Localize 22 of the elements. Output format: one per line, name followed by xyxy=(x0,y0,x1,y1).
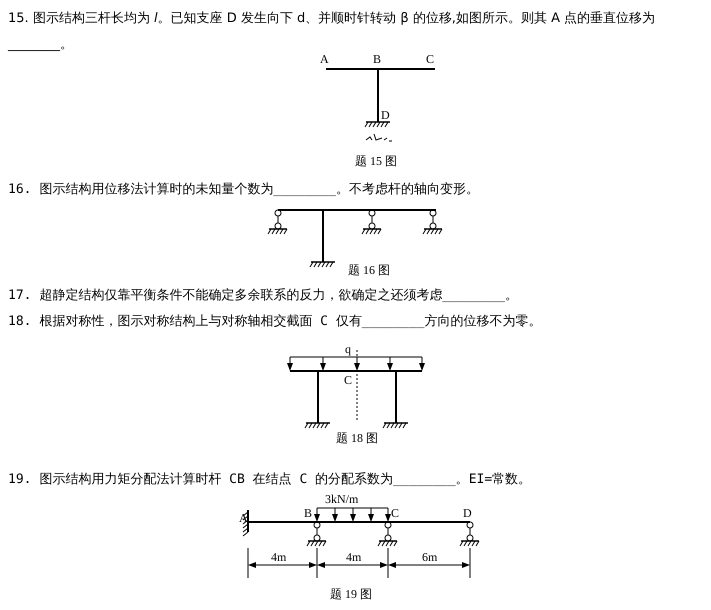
figure-caption: 题 16 图 xyxy=(348,263,390,277)
point-label: C xyxy=(426,52,434,66)
point-label: D xyxy=(381,108,390,122)
question-text: 19. 图示结构用力矩分配法计算时杆 CB 在结点 C 的分配系数为________。EI=常数。 xyxy=(8,471,532,489)
point-label: B xyxy=(373,52,382,66)
question-text: 18. 根据对称性，图示对称结构上与对称轴相交截面 C 仅有________方向的位移不为零。 xyxy=(8,313,542,331)
point-label: B xyxy=(304,506,312,520)
point-label: A xyxy=(320,52,329,66)
dimension-label: 6m xyxy=(422,550,438,564)
figure-caption: 题 18 图 xyxy=(336,431,378,445)
load-label: 3kN/m xyxy=(325,492,358,506)
question-text: 16. 图示结构用位移法计算时的未知量个数为________。不考虑杆的轴向变形。 xyxy=(8,181,479,199)
point-label: C xyxy=(391,506,400,520)
figure-caption: 题 19 图 xyxy=(330,587,372,601)
question-text: 15. 图示结构三杆长均为 l。已知支座 D 发生向下 d、并顺时针转动 β 的位移,如图所示。则其 A 点的垂直位移为________。 xyxy=(8,10,656,54)
load-label: q xyxy=(345,342,351,356)
dimension-label: 4m xyxy=(271,550,286,564)
dimension-label: 4m xyxy=(346,550,362,564)
question-text: 17. 超静定结构仅靠平衡条件不能确定多余联系的反力，欲确定之还须考虑________。 xyxy=(8,287,518,305)
point-label: C xyxy=(344,373,352,387)
point-label: D xyxy=(463,506,472,520)
figure-caption: 题 15 图 xyxy=(355,154,397,168)
